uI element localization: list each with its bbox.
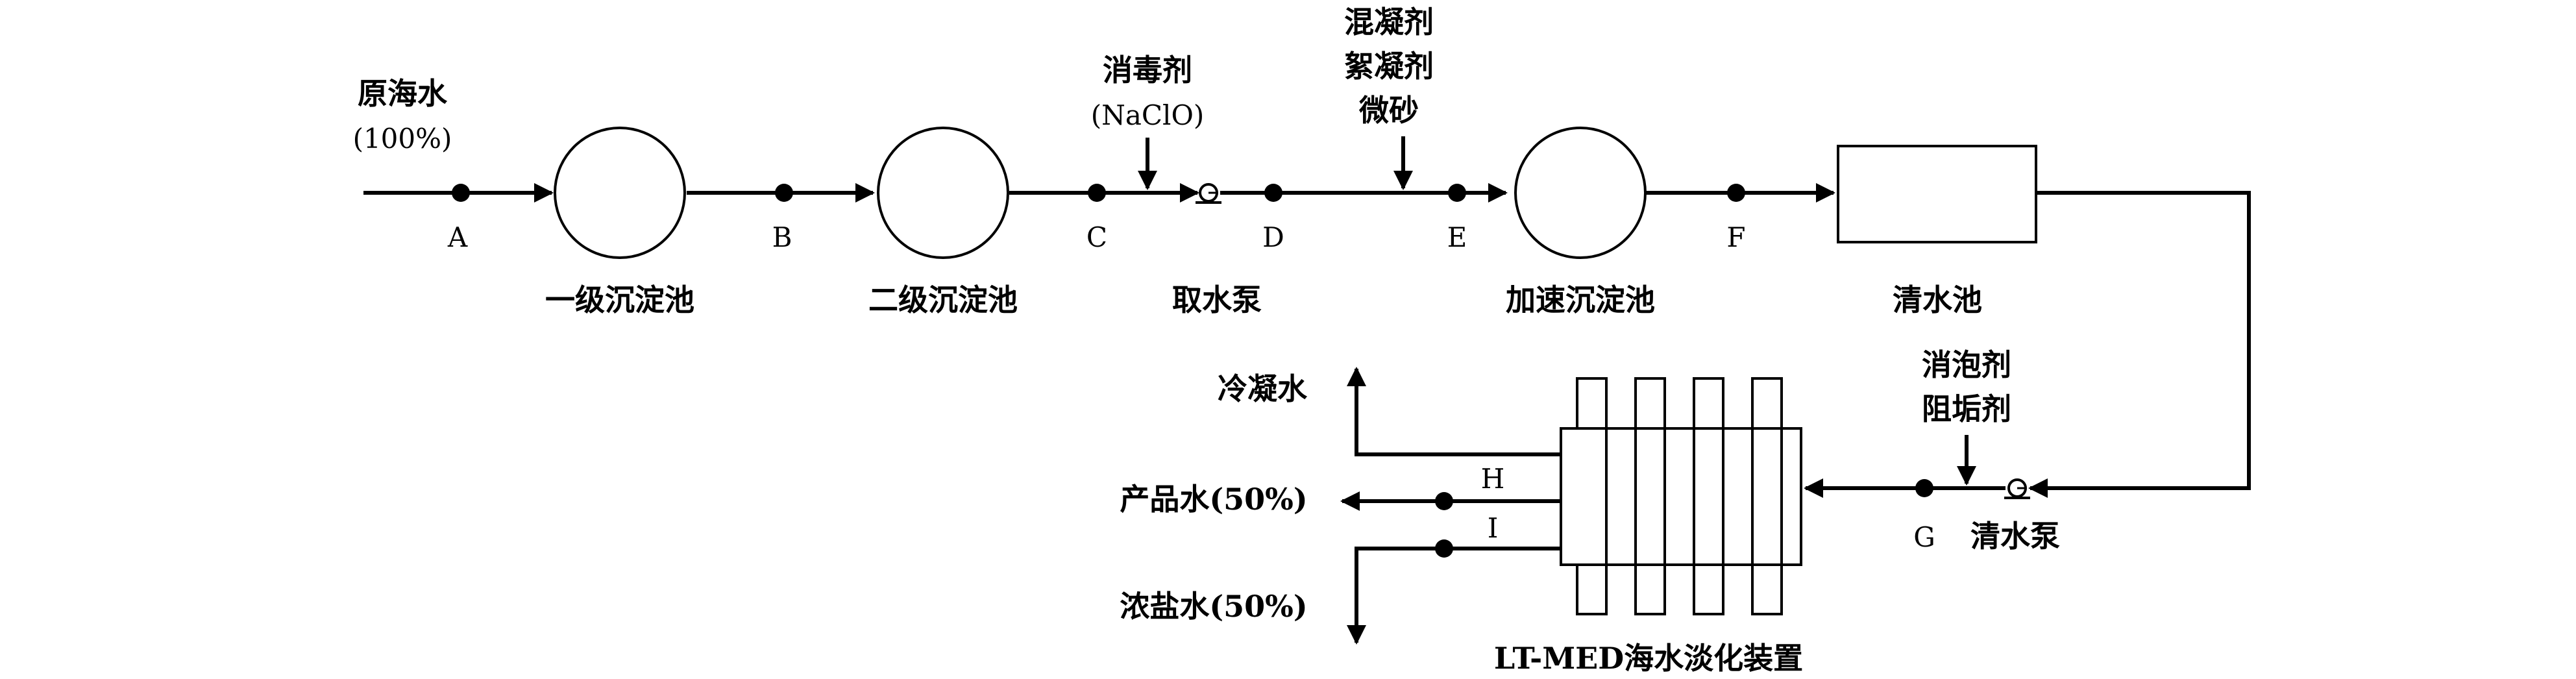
point-d-label: D	[1262, 221, 1284, 253]
point-e-dot	[1448, 184, 1466, 202]
secondary-settling-tank-label: 二级沉淀池	[868, 282, 1018, 317]
brine-outlet-arrow	[1347, 547, 1561, 645]
point-c-label: C	[1086, 221, 1107, 253]
point-i-label: I	[1488, 512, 1499, 544]
point-c-dot	[1088, 184, 1106, 202]
point-g-label: G	[1913, 521, 1935, 553]
inlet-label: 原海水	[358, 76, 448, 111]
disinfectant-formula: (NaClO)	[1091, 99, 1205, 131]
point-h-dot	[1435, 492, 1453, 510]
condensate-label: 冷凝水	[1218, 371, 1308, 406]
inlet-percent: (100%)	[353, 123, 452, 154]
point-i-dot	[1435, 539, 1453, 558]
primary-settling-tank-label: 一级沉淀池	[545, 282, 694, 317]
point-a-label: A	[447, 221, 468, 253]
antiscalant-label: 阻垢剂	[1922, 391, 2011, 426]
accelerated-settling-tank-label: 加速沉淀池	[1506, 282, 1655, 317]
point-h-label: H	[1481, 463, 1505, 495]
point-g-dot	[1915, 479, 1933, 497]
clear-water-pump-icon	[2004, 478, 2030, 499]
antifoam-label: 消泡剂	[1922, 347, 2011, 382]
clear-water-pump-label: 清水泵	[1970, 519, 2060, 554]
secondary-settling-tank-icon	[877, 127, 1009, 259]
flocculant-label: 絮凝剂	[1344, 49, 1434, 84]
point-f-dot	[1727, 184, 1745, 202]
disinfectant-label: 消毒剂	[1103, 53, 1192, 88]
point-a-dot	[452, 184, 470, 202]
clear-water-pool-label: 清水池	[1893, 282, 1982, 317]
condensate-outlet-arrow	[1347, 367, 1561, 456]
accelerated-settling-tank-icon	[1514, 127, 1647, 259]
pool-outlet-pipe	[2036, 191, 2251, 490]
intake-pump-icon	[1196, 183, 1221, 204]
point-f-label: F	[1726, 221, 1745, 253]
clear-water-pool-icon	[1837, 145, 2037, 243]
product-water-label: 产品水(50%)	[1120, 482, 1307, 517]
coagulant-label: 混凝剂	[1344, 5, 1434, 40]
microsand-label: 微砂	[1358, 93, 1419, 128]
point-e-label: E	[1447, 221, 1467, 253]
point-d-dot	[1264, 184, 1282, 202]
point-b-dot	[775, 184, 793, 202]
brine-label: 浓盐水(50%)	[1120, 589, 1307, 624]
primary-settling-tank-icon	[554, 127, 686, 259]
point-b-label: B	[772, 221, 792, 253]
lt-med-unit-icon	[1560, 377, 1802, 615]
lt-med-unit-label: LT-MED海水淡化装置	[1494, 641, 1803, 676]
intake-pump-label: 取水泵	[1172, 282, 1262, 317]
